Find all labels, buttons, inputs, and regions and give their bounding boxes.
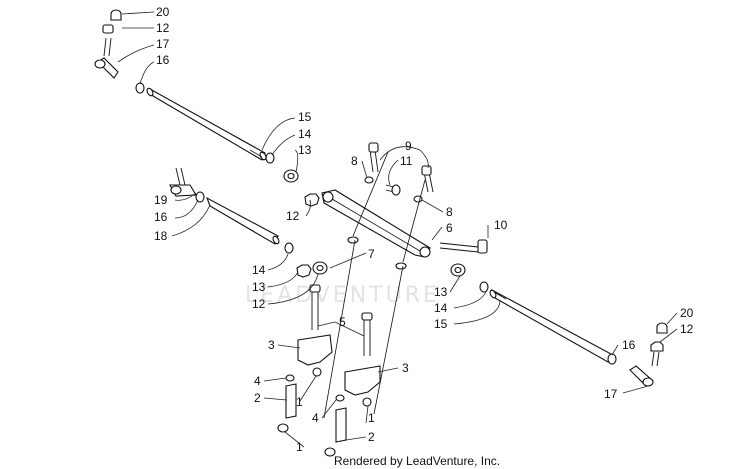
callout-4-left: 4 [254, 374, 261, 388]
callout-12-middle-left: 12 [252, 297, 266, 311]
callout-numbers: 20 12 17 16 15 14 13 19 16 18 12 14 13 1… [154, 5, 694, 454]
callout-11: 11 [400, 154, 413, 168]
callout-16-right: 16 [622, 338, 636, 352]
callout-16-upper-left: 16 [156, 53, 170, 67]
watermark: LEADVENTURE [245, 283, 440, 308]
center-link [304, 189, 431, 258]
callout-20-upper-left: 20 [156, 5, 170, 19]
callout-12-center-link: 12 [286, 209, 300, 223]
tie-rod-end-right [629, 322, 668, 387]
callout-14-right: 14 [434, 301, 448, 315]
hardware-group-upper-left [265, 152, 299, 183]
jam-nut-middle-left [195, 191, 205, 203]
credit-text: Rendered by LeadVenture, Inc. [334, 454, 500, 468]
tie-rod-right [489, 288, 612, 363]
tie-rod-upper-left [146, 87, 267, 161]
callout-2-left: 2 [254, 391, 261, 405]
callout-17-upper-left: 17 [156, 37, 170, 51]
jam-nut-upper-left [135, 82, 145, 94]
hardware-group-middle-left [284, 242, 328, 278]
callout-14-middle-left: 14 [252, 263, 266, 277]
tie-rod-middle-left [205, 196, 280, 245]
idler-arm-right [324, 312, 381, 457]
callout-3-left: 3 [268, 338, 275, 352]
leader-lines [117, 11, 678, 448]
tie-rod-end-middle-left [169, 167, 197, 197]
vertical-shafts [323, 151, 426, 419]
callout-12-right: 12 [680, 322, 694, 336]
callout-1-left-bracket: 1 [296, 395, 303, 409]
callout-5: 5 [339, 315, 346, 329]
hardware-group-right [450, 263, 489, 293]
callout-15-upper-left: 15 [298, 110, 312, 124]
callout-19: 19 [154, 193, 168, 207]
callout-10: 10 [494, 218, 508, 232]
callout-2-right: 2 [368, 430, 375, 444]
callout-7: 7 [368, 247, 375, 261]
callout-4-right: 4 [312, 411, 319, 425]
callout-8-top: 8 [351, 154, 358, 168]
callout-14-upper-left: 14 [298, 127, 312, 141]
callout-3-right: 3 [402, 361, 409, 375]
callout-9: 9 [405, 139, 412, 153]
callout-17-right: 17 [604, 387, 618, 401]
center-link-bolts [347, 142, 488, 270]
tie-rod-end-upper-left [94, 9, 122, 79]
callout-20-right: 20 [680, 306, 694, 320]
idler-arm-left [277, 284, 333, 433]
callout-13-upper-left: 13 [298, 143, 312, 157]
callout-13-right: 13 [434, 285, 448, 299]
callout-16-middle-left: 16 [154, 210, 168, 224]
jam-nut-right [607, 353, 617, 365]
callout-1-bottom: 1 [296, 440, 303, 454]
callout-12-upper-left: 12 [156, 21, 170, 35]
callout-18: 18 [154, 229, 168, 243]
callout-1-right-upper: 1 [368, 411, 375, 425]
callout-8-right: 8 [446, 205, 453, 219]
callout-15-right: 15 [434, 317, 448, 331]
callout-6: 6 [446, 221, 453, 235]
callout-13-middle-left: 13 [252, 280, 266, 294]
